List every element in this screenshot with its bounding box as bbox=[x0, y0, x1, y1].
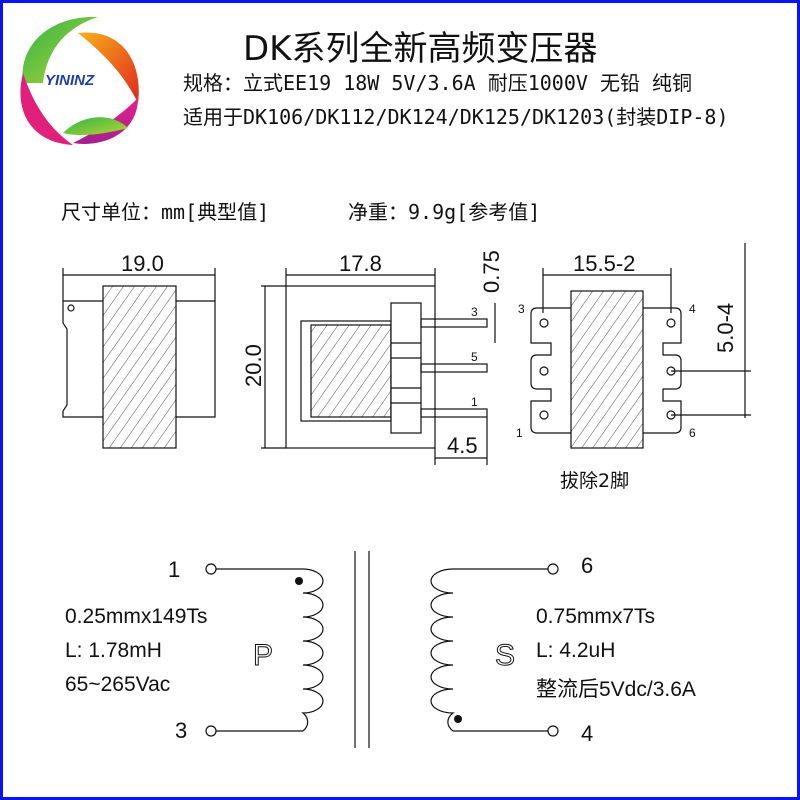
secondary-pin-top: 6 bbox=[581, 553, 593, 578]
unit-note: 尺寸单位：mm[典型值] bbox=[61, 200, 270, 224]
weight-note: 净重：9.9g[参考值] bbox=[348, 200, 541, 224]
primary-polarity-dot bbox=[295, 577, 303, 585]
front-pin-label: 3 bbox=[471, 305, 478, 319]
dim-side-width: 19.0 bbox=[121, 251, 164, 276]
compatible-models: 适用于DK106/DK112/DK124/DK125/DK1203(封装DIP-… bbox=[183, 105, 729, 129]
primary-label: P bbox=[253, 639, 273, 672]
spec-line: 规格：立式EE19 18W 5V/3.6A 耐压1000V 无铅 纯铜 bbox=[183, 71, 692, 95]
dim-front-height: 20.0 bbox=[241, 344, 266, 387]
schematic bbox=[205, 551, 559, 748]
bottom-pin-label: 4 bbox=[689, 302, 696, 316]
dim-front-width: 17.8 bbox=[339, 251, 382, 276]
secondary-polarity-dot bbox=[454, 715, 462, 723]
dim-pitch-x: 15.5-2 bbox=[573, 251, 635, 276]
secondary-inductance: L: 4.2uH bbox=[536, 639, 616, 662]
secondary-label: S bbox=[495, 639, 515, 672]
dim-pin-dia: 0.75 bbox=[479, 250, 504, 293]
bottom-pin-label: 1 bbox=[516, 426, 523, 440]
secondary-wire: 0.75mmx7Ts bbox=[536, 605, 656, 628]
front-pin-label: 5 bbox=[471, 350, 478, 364]
bottom-pin-label: 3 bbox=[518, 302, 525, 316]
dim-pitch-y: 5.0-4 bbox=[713, 303, 738, 353]
drawings: YININZ bbox=[20, 16, 751, 748]
primary-pin-bottom: 3 bbox=[175, 718, 187, 743]
bottom-pin-label: 6 bbox=[689, 426, 696, 440]
primary-wire: 0.25mmx149Ts bbox=[65, 605, 208, 628]
front-view bbox=[261, 268, 496, 465]
secondary-pin-bottom: 4 bbox=[581, 721, 593, 746]
dim-pin-length: 4.5 bbox=[447, 433, 478, 458]
primary-voltage: 65~265Vac bbox=[65, 673, 171, 696]
pin-removed-note: 拔除2脚 bbox=[560, 470, 629, 492]
page-title: DK系列全新高频变压器 bbox=[243, 29, 598, 69]
company-logo: YININZ bbox=[20, 16, 139, 145]
front-pin-label: 1 bbox=[471, 395, 478, 409]
secondary-output: 整流后5Vdc/3.6A bbox=[536, 678, 696, 701]
logo-text: YININZ bbox=[45, 72, 95, 89]
primary-pin-top: 1 bbox=[168, 557, 180, 582]
side-view bbox=[62, 268, 216, 449]
bottom-view bbox=[530, 243, 751, 449]
primary-inductance: L: 1.78mH bbox=[65, 639, 162, 662]
